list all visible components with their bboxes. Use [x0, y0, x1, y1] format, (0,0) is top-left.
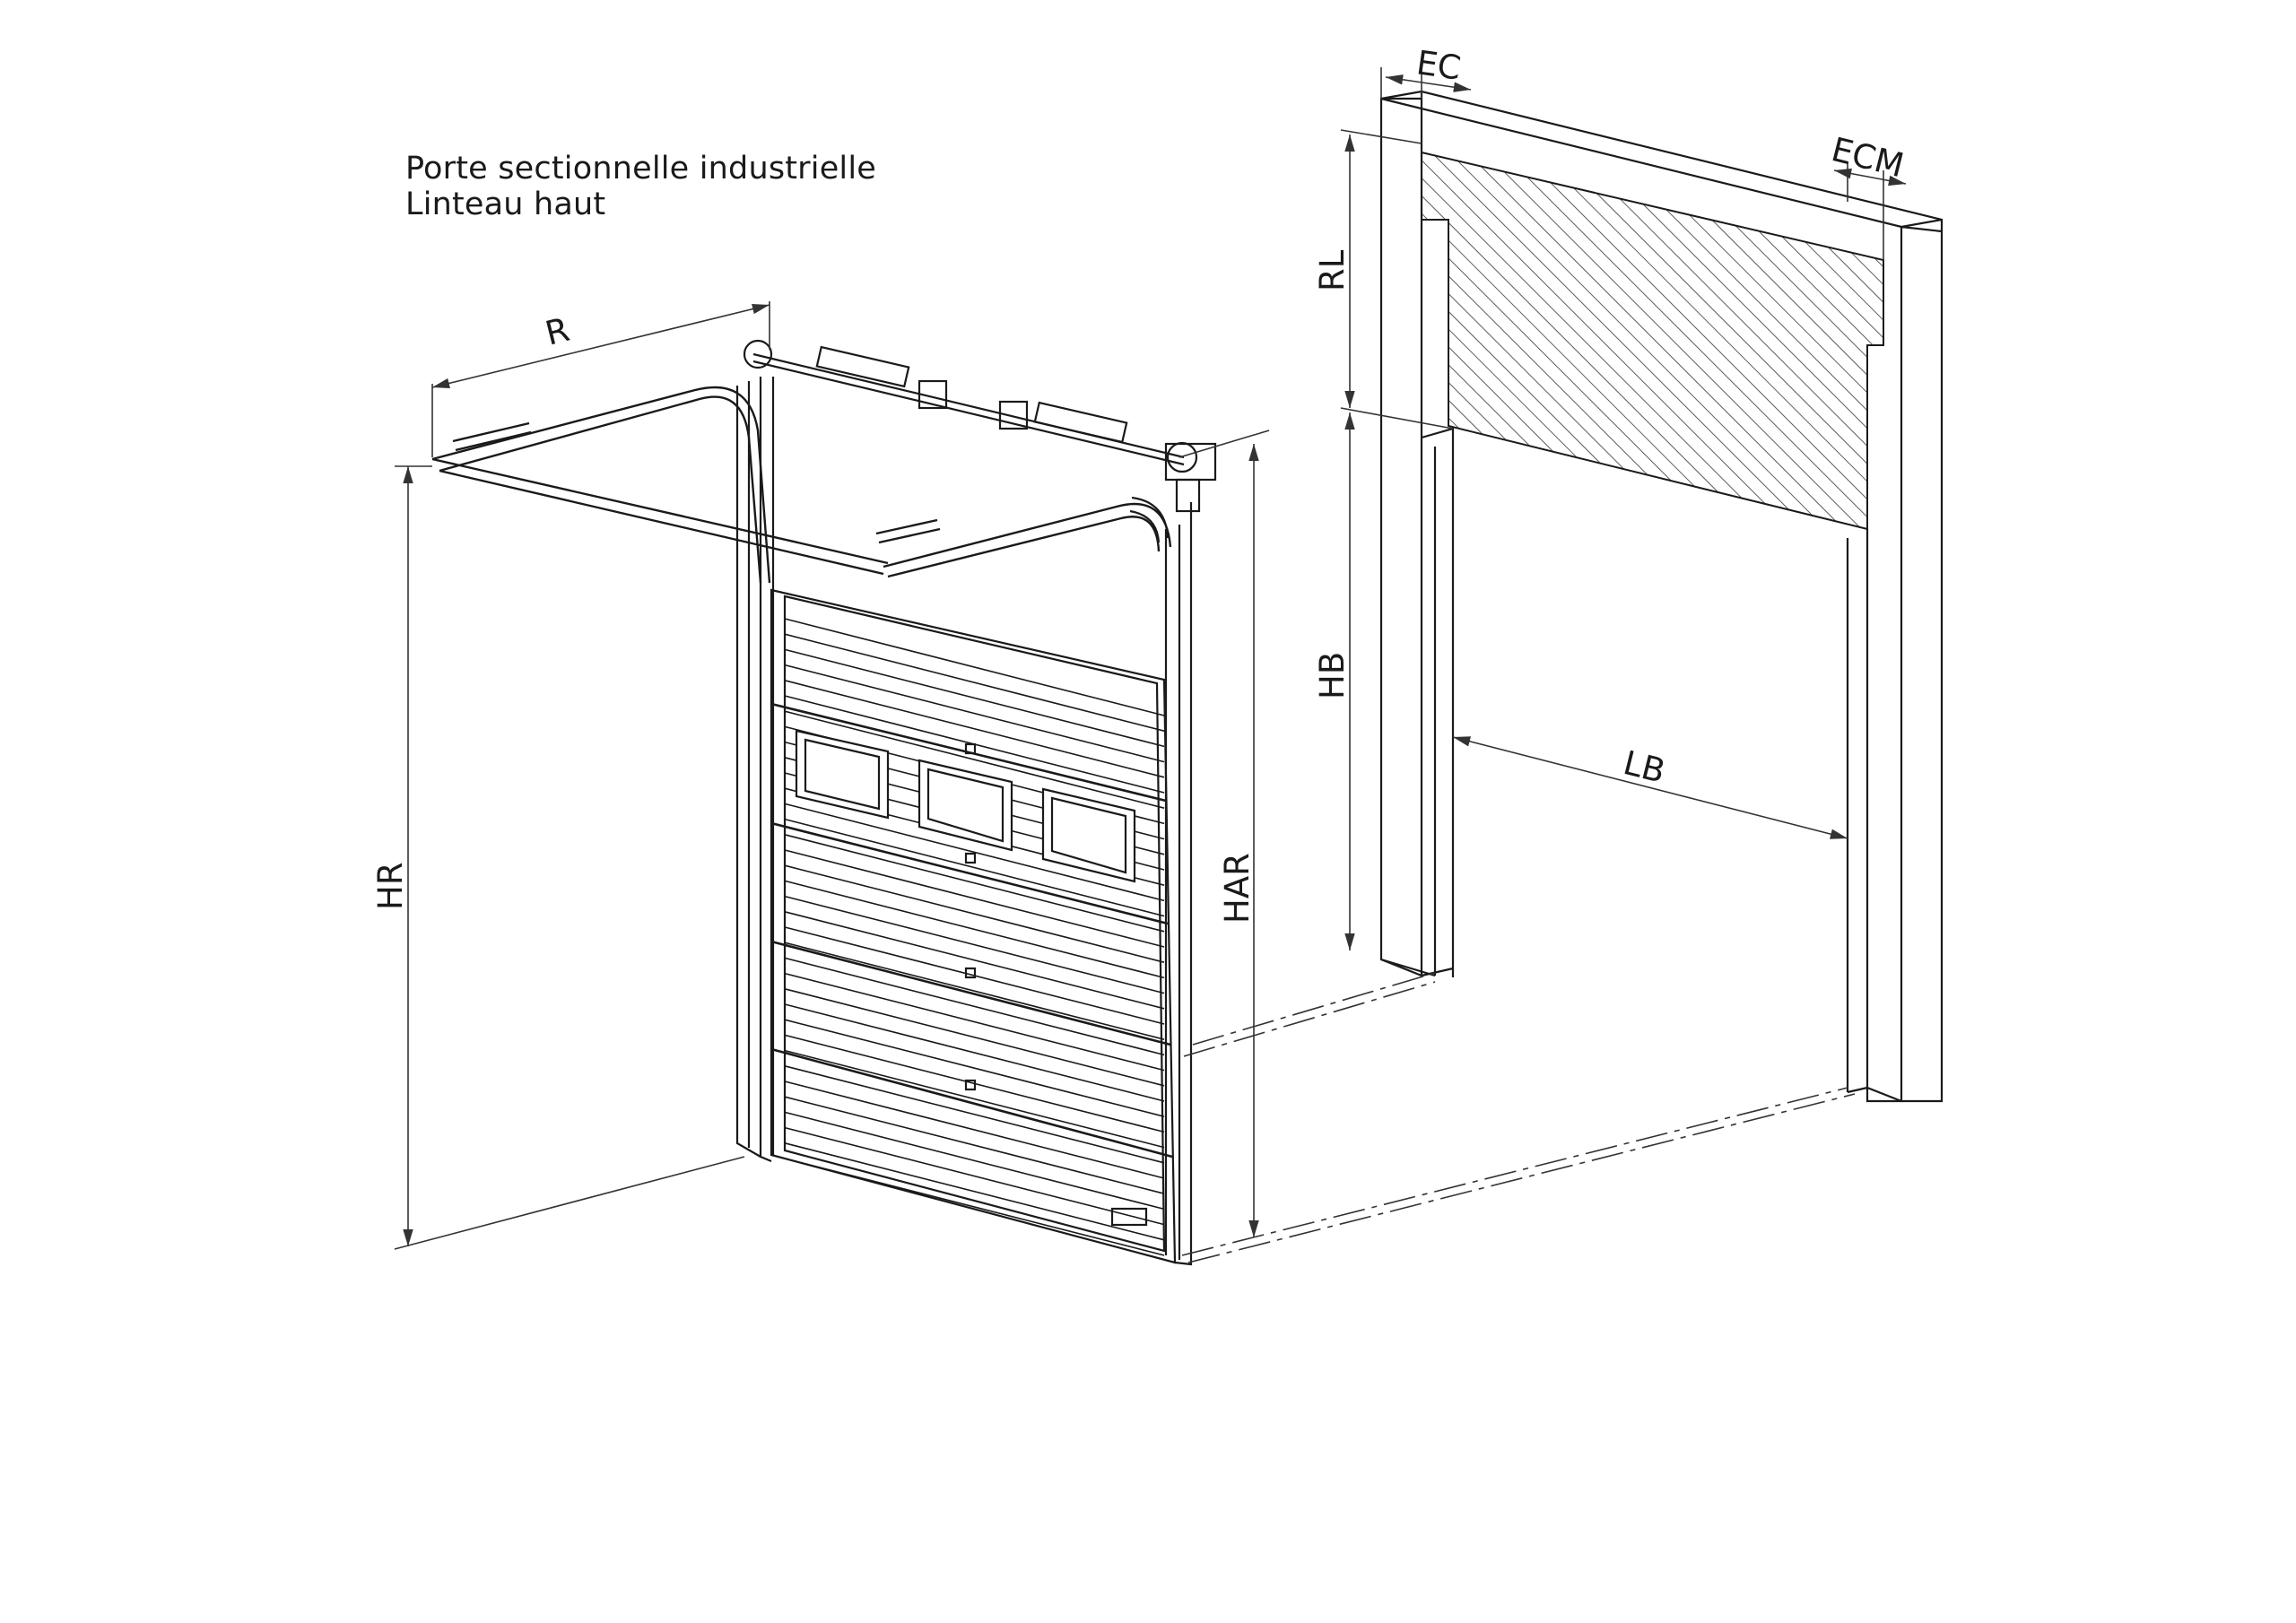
panel-rib [784, 1065, 1165, 1164]
panel-rib [784, 957, 1165, 1056]
panel-rib [784, 633, 1165, 732]
panel-rib [784, 849, 1165, 948]
dim-label-RL: RL [1313, 249, 1352, 291]
panel-rib [784, 1049, 1165, 1149]
panel-rib [784, 1126, 1165, 1226]
panel-rib [784, 1142, 1165, 1241]
handle-icon [1110, 1207, 1148, 1227]
vertical-tracks [735, 377, 1193, 1266]
right-jamb [1900, 225, 1944, 1103]
dim-label-EC: EC [1414, 43, 1464, 87]
drawing-caption: Porte sectionnelle industrielle Linteau … [405, 151, 876, 222]
panel-rib [784, 1019, 1165, 1117]
panel-rib [784, 803, 1165, 902]
panel-rib [784, 818, 1165, 917]
dim-label-LB: LB [1620, 743, 1669, 791]
window-panel-2 [918, 759, 1013, 852]
lintel-hatching [1421, 151, 1884, 531]
panel-rib [784, 1096, 1165, 1194]
dim-label-HR: HR [371, 862, 410, 910]
window-panel-3 [1041, 787, 1136, 883]
panel-rib [784, 942, 1165, 1040]
panel-rib [784, 880, 1165, 979]
panel-rib [784, 1111, 1165, 1211]
panel-rib [784, 911, 1165, 1010]
panel-rib [784, 680, 1165, 778]
panel-rib [784, 972, 1165, 1072]
caption-title: Porte sectionnelle industrielle [405, 151, 877, 187]
wall-opening [1379, 90, 1944, 1103]
dimensions: R HR HAR RL HB LB EC ECM [371, 43, 1908, 1263]
panel-rib [784, 864, 1165, 963]
panel-rib [784, 834, 1165, 933]
dim-label-HB: HB [1313, 652, 1352, 699]
panel-rib [784, 1003, 1165, 1102]
dim-label-ECM: ECM [1828, 130, 1908, 185]
caption-subtitle: Linteau haut [405, 187, 606, 222]
door-panel [770, 588, 1177, 1264]
dim-label-R: R [542, 310, 573, 353]
window-panel-1 [795, 729, 890, 820]
panel-rib [784, 618, 1165, 716]
panel-rib [784, 895, 1165, 994]
panel-rib [784, 664, 1165, 763]
panel-rib [784, 648, 1165, 748]
panel-rib [784, 710, 1165, 809]
panel-rib [784, 1081, 1165, 1179]
spring-shaft [743, 339, 1217, 513]
horizontal-tracks [431, 386, 1172, 584]
panel-rib [784, 988, 1165, 1087]
panel-rib [784, 1158, 1165, 1256]
dim-label-HAR: HAR [1218, 853, 1257, 924]
left-jamb [1379, 97, 1423, 977]
